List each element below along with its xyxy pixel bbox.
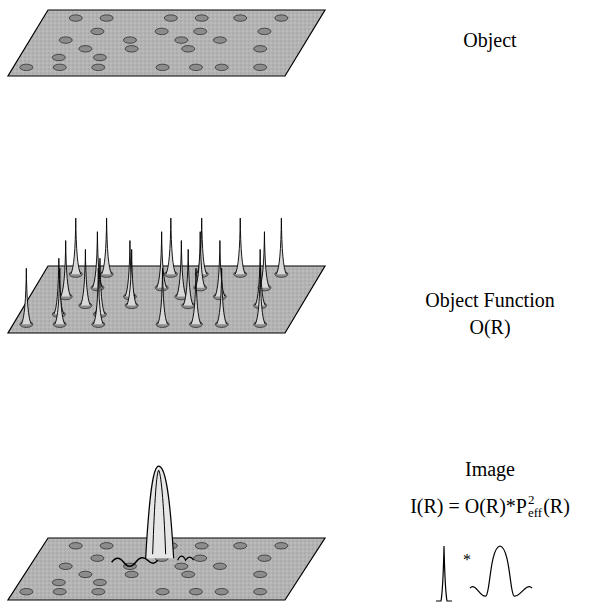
plane-label: Object [463, 29, 516, 51]
atom [189, 64, 202, 70]
atom [125, 46, 138, 52]
atom [275, 15, 288, 21]
atom [91, 555, 104, 561]
atom [215, 268, 228, 327]
plane-function [8, 218, 325, 333]
formula-subscript: eff [528, 506, 542, 519]
atom [91, 232, 104, 291]
atom [195, 15, 208, 21]
atom [213, 563, 226, 569]
atom [213, 37, 226, 43]
plane-object [8, 10, 325, 76]
atom [189, 588, 202, 594]
atom [59, 563, 72, 569]
atom [52, 54, 65, 60]
delta-peak [436, 546, 452, 601]
atom [234, 15, 247, 21]
atom [175, 37, 188, 43]
atom [189, 268, 202, 327]
side-lobe [112, 558, 158, 567]
atom [258, 28, 271, 34]
atom [156, 64, 169, 70]
formula-superscript: 2 [528, 493, 542, 506]
plane-label: Image [465, 458, 515, 480]
specimen-plane [8, 10, 325, 76]
atom [195, 543, 208, 549]
convolution-sketch [436, 546, 532, 601]
atom [93, 54, 106, 60]
atom [254, 64, 267, 70]
psf-curve [470, 546, 532, 596]
atom [164, 218, 177, 277]
atom [275, 543, 288, 549]
atom [155, 28, 168, 34]
atom [91, 28, 104, 34]
atom [155, 232, 168, 291]
atom [69, 543, 82, 549]
atom [123, 37, 136, 43]
atom [53, 268, 66, 327]
atom [254, 588, 267, 594]
atom [164, 15, 177, 21]
atom [258, 555, 271, 561]
atom [156, 588, 169, 594]
atom [234, 543, 247, 549]
atom [53, 588, 66, 594]
atom [215, 64, 228, 70]
atom [156, 268, 169, 327]
plane-label: Object Function [425, 289, 554, 311]
atom [52, 579, 65, 585]
atom [125, 249, 138, 308]
image-peak [146, 466, 174, 558]
atom [194, 555, 207, 561]
atom [175, 241, 188, 300]
specimen-plane [8, 266, 325, 333]
atom [125, 571, 138, 577]
side-lobe [178, 556, 194, 560]
atom [182, 571, 195, 577]
atom [59, 241, 72, 300]
atom [69, 15, 82, 21]
atom [100, 218, 113, 277]
atom [79, 46, 92, 52]
atom [20, 588, 33, 594]
atom [20, 64, 33, 70]
atom [254, 46, 267, 52]
atom [194, 28, 207, 34]
atom [182, 249, 195, 308]
formula-text: I(R) = O(R)*P [410, 495, 527, 518]
formula: I(R) = O(R)*P2eff(R) [410, 493, 570, 519]
atom [79, 249, 92, 308]
atom [215, 588, 228, 594]
atom [79, 571, 92, 577]
atom [213, 241, 226, 300]
atom [100, 15, 113, 21]
atom [182, 46, 195, 52]
plane-image [8, 466, 325, 600]
function-symbol: O(R) [469, 316, 510, 338]
atom [254, 571, 267, 577]
atom [92, 588, 105, 594]
script-stack: 2eff [528, 493, 542, 519]
atom [59, 37, 72, 43]
atom [92, 64, 105, 70]
atom [100, 543, 113, 549]
atom [93, 579, 106, 585]
convolution-symbol: * [463, 551, 471, 569]
atom [20, 268, 33, 327]
atom [69, 218, 82, 277]
atom [92, 268, 105, 327]
atom [53, 64, 66, 70]
atom [254, 268, 267, 327]
atom [275, 218, 288, 277]
atom [234, 218, 247, 277]
atom [175, 563, 188, 569]
formula-text: (R) [543, 495, 570, 518]
